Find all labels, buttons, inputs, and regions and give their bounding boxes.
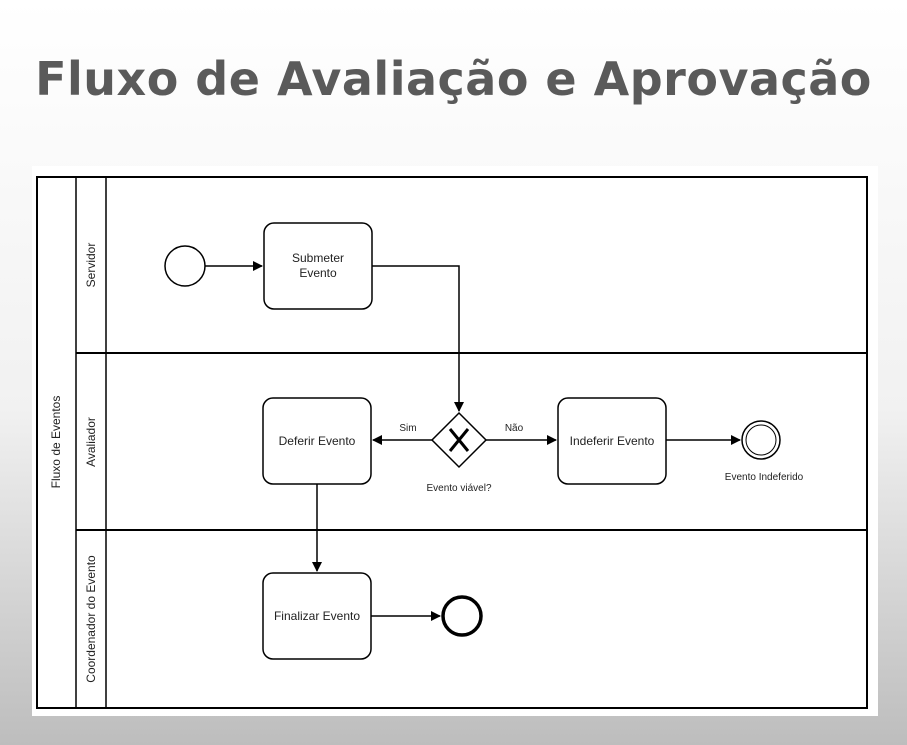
bpmn-canvas: Fluxo de Eventos Servidor Avaliador Coor… (36, 176, 868, 709)
end-event-rejected (741, 420, 781, 460)
flow-submit-to-gateway (372, 265, 464, 412)
task-approve-label: Deferir Evento (279, 434, 356, 448)
task-submit-label-line1: Submeter (292, 251, 344, 265)
start-event (164, 245, 206, 287)
task-reject-label: Indeferir Evento (570, 434, 655, 448)
end-event-rejected-label: Evento Indeferido (725, 472, 804, 483)
bpmn-diagram: Fluxo de Eventos Servidor Avaliador Coor… (32, 166, 878, 716)
end-event-rejected-inner (745, 424, 777, 456)
pool-border (36, 176, 868, 709)
lane-label-coordenador: Coordenador do Evento (84, 555, 98, 683)
task-reject-event (557, 397, 667, 485)
end-event (441, 595, 483, 637)
flow-label-no: Não (505, 423, 524, 434)
lane-label-avaliador: Avaliador (84, 417, 98, 467)
flow-label-yes: Sim (399, 423, 416, 434)
gateway-label: Evento viável? (426, 483, 491, 494)
gateway-x-icon (448, 428, 470, 452)
pool-label: Fluxo de Eventos (49, 396, 63, 489)
slide-title: Fluxo de Avaliação e Aprovação (35, 52, 872, 106)
task-finalize-label: Finalizar Evento (274, 609, 360, 623)
lane-label-servidor: Servidor (84, 243, 98, 288)
task-submit-label-line2: Evento (299, 266, 337, 280)
